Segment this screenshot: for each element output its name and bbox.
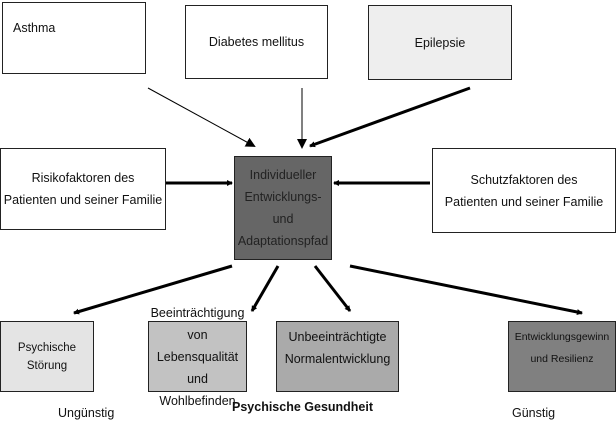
node-label: Epilepsie — [414, 35, 466, 50]
node-beeintraechtigung: Beeinträchtigung von Lebensqualität und Wo… — [148, 306, 247, 408]
node-label: Entwicklungs- und — [244, 190, 322, 226]
scale-title: Psychische Gesundheit — [232, 400, 374, 414]
node-label: Patienten und seiner Familie — [3, 193, 163, 207]
node-epilepsie: Epilepsie — [368, 5, 512, 80]
node-label: Normalentwicklung — [284, 352, 391, 366]
arrow-beeintraechtigung — [250, 265, 280, 312]
node-label: Risikofaktoren des — [31, 171, 135, 185]
arrow-asthma — [147, 87, 256, 147]
node-label: Patienten und seiner Familie — [444, 194, 604, 209]
node-label: Individueller — [249, 168, 317, 182]
node-label: Diabetes mellitus — [208, 35, 305, 49]
node-resilienz: Entwicklungsgewinn und Resilienz — [508, 321, 616, 392]
node-label: Entwicklungsgewinn — [514, 331, 610, 343]
node-stoerung: Psychische Störung — [0, 321, 94, 392]
node-label: und Resilienz — [530, 353, 594, 365]
node-diabetes: Diabetes mellitus — [185, 5, 328, 79]
node-label: Asthma — [13, 21, 56, 35]
scale-left-label: Ungünstig — [58, 406, 115, 420]
arrow-resilienz — [349, 264, 583, 315]
node-label: und Wohlbefinden — [159, 371, 236, 408]
node-label: Adaptationspfad — [237, 234, 329, 248]
scale-right-label: Günstig — [512, 406, 556, 420]
node-label: von Lebensqualität — [156, 327, 239, 364]
node-asthma: Asthma — [2, 2, 146, 74]
node-label: Beeinträchtigung — [150, 305, 245, 320]
node-label: Psychische Störung — [17, 341, 77, 372]
arrow-epilepsie — [309, 86, 471, 148]
arrow-normal — [313, 265, 352, 312]
arrow-stoerung — [73, 264, 233, 315]
node-label: Schutzfaktoren des — [470, 172, 578, 187]
node-label: Unbeeinträchtigte — [288, 330, 387, 344]
